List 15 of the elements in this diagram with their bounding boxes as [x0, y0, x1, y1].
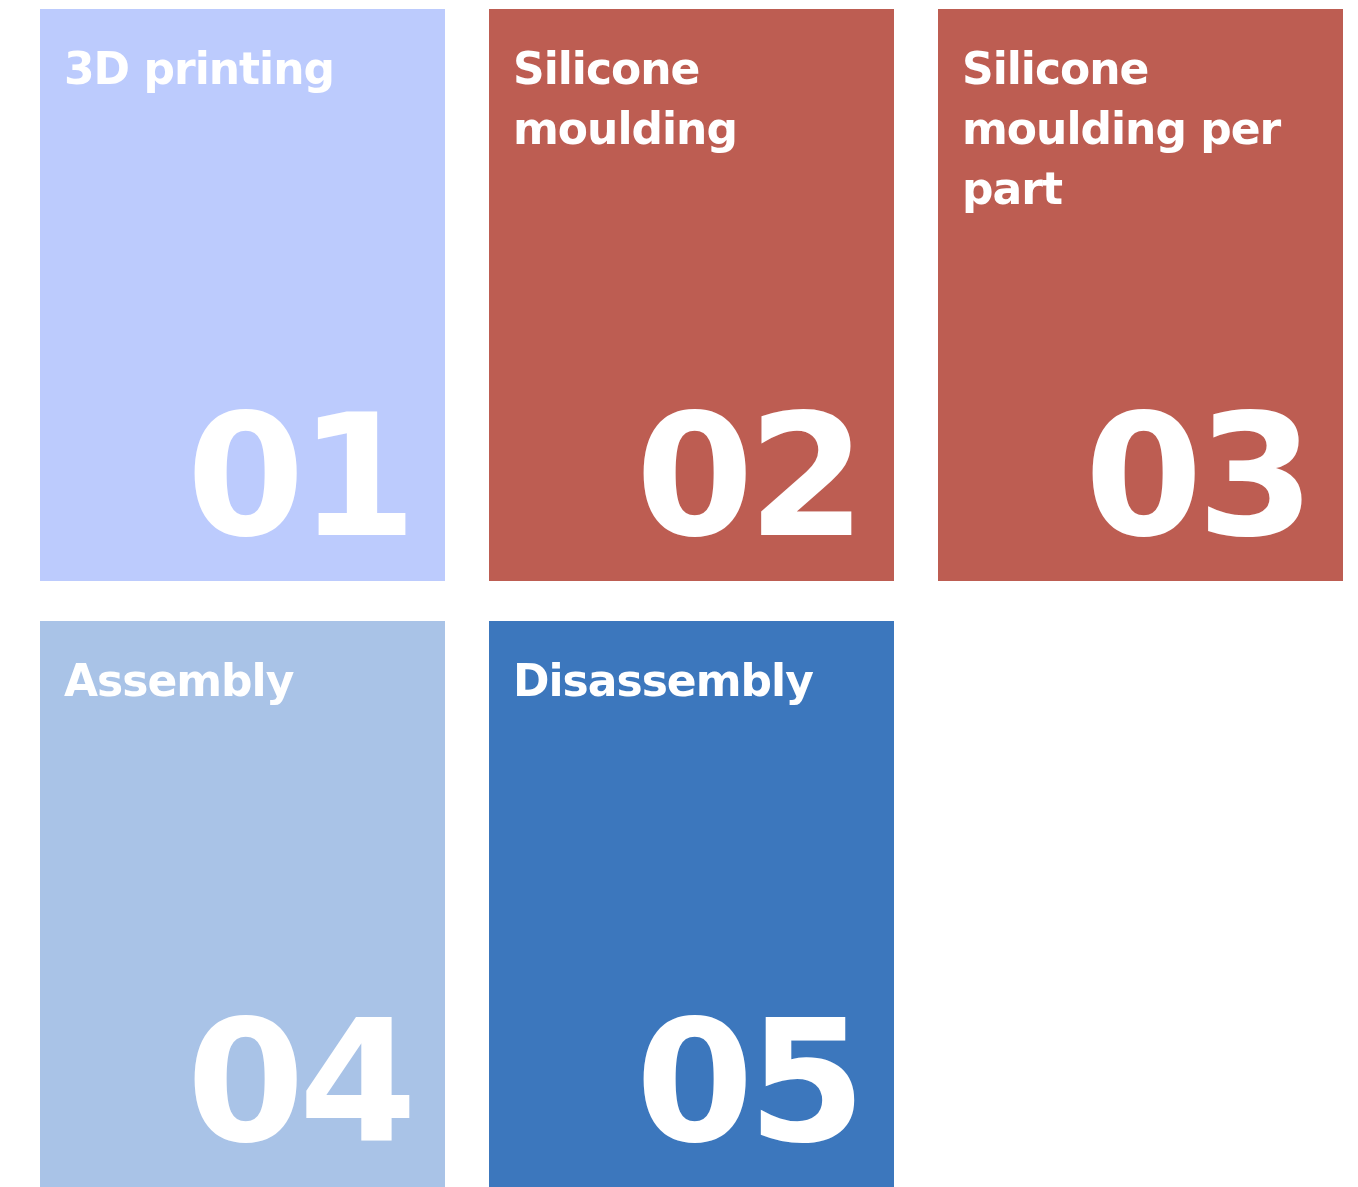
step-number: 03 [1084, 391, 1309, 561]
card-title: Silicone moulding [513, 42, 738, 156]
process-card [40, 621, 445, 1187]
process-card [489, 9, 894, 581]
step-number: 05 [635, 997, 860, 1167]
step-number: 02 [635, 391, 860, 561]
card-title: 3D printing [64, 42, 335, 96]
process-card [489, 621, 894, 1187]
step-number: 04 [186, 997, 411, 1167]
process-card [938, 9, 1343, 581]
card-title: Disassembly [513, 654, 814, 708]
card-title: Assembly [64, 654, 295, 708]
process-card [40, 9, 445, 581]
step-number: 01 [186, 391, 411, 561]
card-title: Silicone moulding per part [962, 42, 1282, 216]
